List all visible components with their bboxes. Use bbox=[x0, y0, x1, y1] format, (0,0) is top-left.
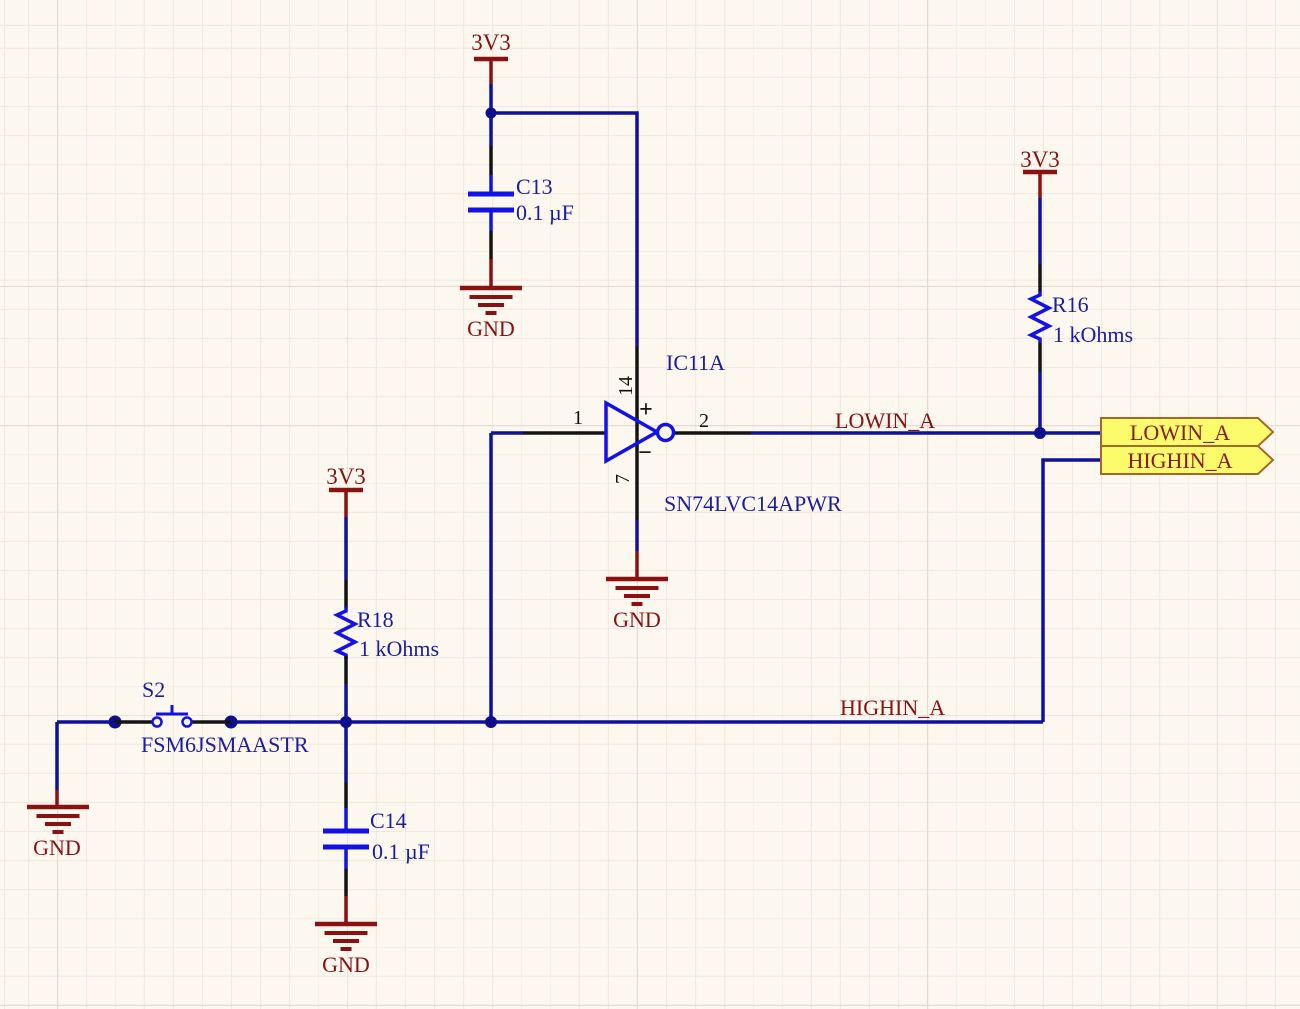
gnd-label: GND bbox=[33, 835, 81, 860]
gnd-label: GND bbox=[467, 316, 515, 341]
designator[interactable]: R18 bbox=[357, 607, 394, 632]
switch-contact bbox=[151, 716, 163, 728]
wires bbox=[55, 84, 1101, 790]
net-label-highin-a[interactable]: HIGHIN_A bbox=[840, 695, 945, 720]
part-number[interactable]: FSM6JSMAASTR bbox=[141, 732, 309, 757]
gnd-label: GND bbox=[322, 952, 370, 977]
value[interactable]: 1 kOhms bbox=[359, 636, 439, 661]
resistor-zigzag bbox=[332, 607, 359, 659]
inverter-bubble bbox=[655, 422, 676, 443]
switch-s2[interactable]: S2 FSM6JSMAASTR bbox=[115, 677, 309, 757]
designator[interactable]: S2 bbox=[142, 677, 165, 702]
junction-dot bbox=[340, 716, 352, 728]
wire-3v3-to-ic-vcc[interactable] bbox=[491, 111, 639, 346]
junction-dot bbox=[485, 107, 497, 119]
power-port-3v3-r18[interactable]: 3V3 bbox=[326, 464, 366, 517]
gnd-minus-mark: − bbox=[638, 440, 652, 466]
value[interactable]: 0.1 µF bbox=[516, 200, 574, 225]
port-label: LOWIN_A bbox=[1130, 420, 1230, 445]
switch-contact bbox=[181, 716, 193, 728]
designator[interactable]: IC11A bbox=[666, 350, 725, 375]
power-port-3v3-c13[interactable]: 3V3 bbox=[471, 30, 511, 84]
net-label-lowin-a[interactable]: LOWIN_A bbox=[835, 408, 935, 433]
pin-number-1: 1 bbox=[573, 407, 583, 429]
port-label: HIGHIN_A bbox=[1127, 448, 1232, 473]
wire-highin-port-down[interactable] bbox=[1041, 458, 1101, 722]
designator[interactable]: C14 bbox=[370, 808, 407, 833]
gnd-label: GND bbox=[613, 607, 661, 632]
designator[interactable]: R16 bbox=[1052, 292, 1089, 317]
power-port-label: 3V3 bbox=[326, 464, 366, 489]
port-lowin-a[interactable]: LOWIN_A bbox=[1100, 417, 1275, 447]
port-shape bbox=[1100, 417, 1275, 447]
designator[interactable]: C13 bbox=[516, 174, 553, 199]
value[interactable]: 0.1 µF bbox=[372, 839, 430, 864]
gnd-symbol-c14[interactable]: GND bbox=[315, 896, 377, 977]
resistor-zigzag bbox=[1026, 291, 1053, 343]
inverter-triangle bbox=[604, 399, 661, 465]
gnd-symbol-switch[interactable]: GND bbox=[27, 790, 89, 860]
switch-actuator bbox=[156, 705, 188, 716]
junction-dot bbox=[485, 716, 497, 728]
pin-number-14: 14 bbox=[615, 376, 637, 396]
gnd-symbol-c13[interactable]: GND bbox=[460, 259, 522, 341]
port-shape bbox=[1100, 445, 1275, 475]
part-number[interactable]: SN74LVC14APWR bbox=[664, 491, 842, 516]
power-port-label: 3V3 bbox=[471, 30, 511, 55]
port-highin-a[interactable]: HIGHIN_A bbox=[1100, 445, 1275, 475]
inverter-ic11a[interactable]: 1 2 14 7 + − IC11A SN74LVC14APWR bbox=[523, 346, 842, 520]
resistor-r16[interactable]: R16 1 kOhms bbox=[1026, 264, 1133, 372]
capacitor-c14[interactable]: C14 0.1 µF bbox=[323, 782, 430, 896]
power-port-3v3-r16[interactable]: 3V3 bbox=[1020, 147, 1060, 198]
value[interactable]: 1 kOhms bbox=[1053, 322, 1133, 347]
resistor-r18[interactable]: R18 1 kOhms bbox=[332, 580, 439, 684]
vcc-plus-mark: + bbox=[639, 397, 653, 423]
capacitor-c13[interactable]: C13 0.1 µF bbox=[468, 146, 574, 259]
power-port-label: 3V3 bbox=[1020, 147, 1060, 172]
gnd-symbol-ic[interactable]: GND bbox=[606, 551, 668, 632]
junction-dot bbox=[1034, 427, 1046, 439]
pin-number-2: 2 bbox=[699, 410, 709, 432]
pin-number-7: 7 bbox=[612, 474, 634, 484]
